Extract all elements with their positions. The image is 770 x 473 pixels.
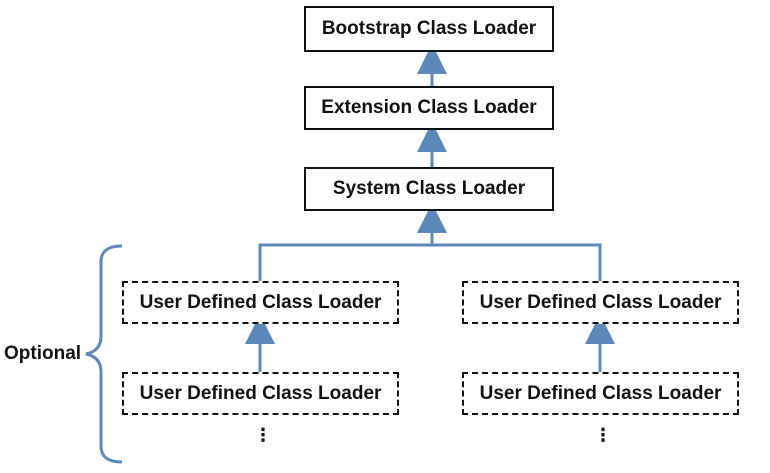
user-defined-loader-right-top: User Defined Class Loader <box>462 281 739 324</box>
extension-class-loader-label: Extension Class Loader <box>321 97 537 118</box>
optional-brace <box>85 244 123 464</box>
system-class-loader-node: System Class Loader <box>304 167 554 211</box>
user-defined-loader-label: User Defined Class Loader <box>139 382 382 404</box>
bootstrap-class-loader-node: Bootstrap Class Loader <box>304 6 554 52</box>
bootstrap-class-loader-label: Bootstrap Class Loader <box>321 18 537 39</box>
system-class-loader-label: System Class Loader <box>332 178 526 199</box>
right-continuation-ellipsis: ⋮ <box>594 425 612 445</box>
user-defined-loader-right-bottom: User Defined Class Loader <box>462 372 739 415</box>
user-defined-loader-left-bottom: User Defined Class Loader <box>122 372 399 415</box>
left-continuation-ellipsis: ⋮ <box>254 425 272 445</box>
users-to-system-connector <box>258 243 602 281</box>
user-defined-loader-left-top: User Defined Class Loader <box>122 281 399 324</box>
user-defined-loader-label: User Defined Class Loader <box>139 291 382 313</box>
optional-label: Optional <box>4 343 82 364</box>
user-defined-loader-label: User Defined Class Loader <box>479 382 722 404</box>
extension-class-loader-node: Extension Class Loader <box>304 86 554 130</box>
user-defined-loader-label: User Defined Class Loader <box>479 291 722 313</box>
